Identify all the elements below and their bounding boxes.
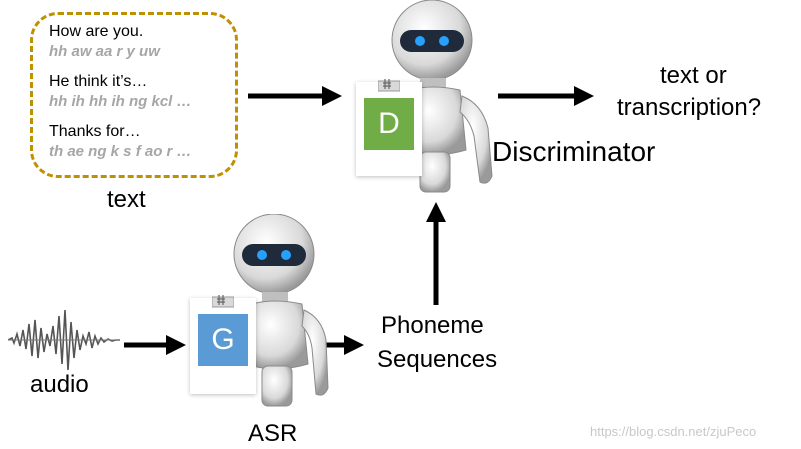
- text-phonemes-2: hh ih hh ih ng kcl …: [49, 93, 192, 110]
- output-question-line2: transcription?: [617, 94, 762, 121]
- text-phonemes-3: th ae ng k s f ao r …: [49, 143, 192, 160]
- phoneme-label-line1: Phoneme: [381, 312, 484, 339]
- audio-caption: audio: [30, 371, 89, 398]
- generator-letter: G: [198, 314, 248, 366]
- discriminator-card: D: [356, 79, 422, 176]
- generator-card: G: [190, 295, 256, 394]
- phoneme-label-line2: Sequences: [377, 346, 498, 373]
- clip-icon: [378, 79, 400, 92]
- text-sentence-2: He think it’s…: [49, 73, 148, 90]
- discriminator-letter: D: [364, 98, 414, 150]
- output-question-line1: text or: [660, 62, 727, 89]
- audio-waveform-icon: [8, 309, 120, 371]
- watermark: https://blog.csdn.net/zjuPeco: [590, 424, 757, 439]
- text-caption: text: [107, 186, 146, 213]
- clip-icon: [212, 295, 234, 308]
- text-sentence-1: How are you.: [49, 23, 144, 40]
- generator-caption: ASR: [248, 420, 298, 447]
- text-phonemes-1: hh aw aa r y uw: [49, 43, 160, 60]
- discriminator-label: Discriminator: [492, 136, 656, 167]
- text-sample-box: How are you. hh aw aa r y uw He think it…: [30, 12, 238, 178]
- generator-robot-icon: [233, 214, 329, 407]
- text-sentence-3: Thanks for…: [49, 123, 141, 140]
